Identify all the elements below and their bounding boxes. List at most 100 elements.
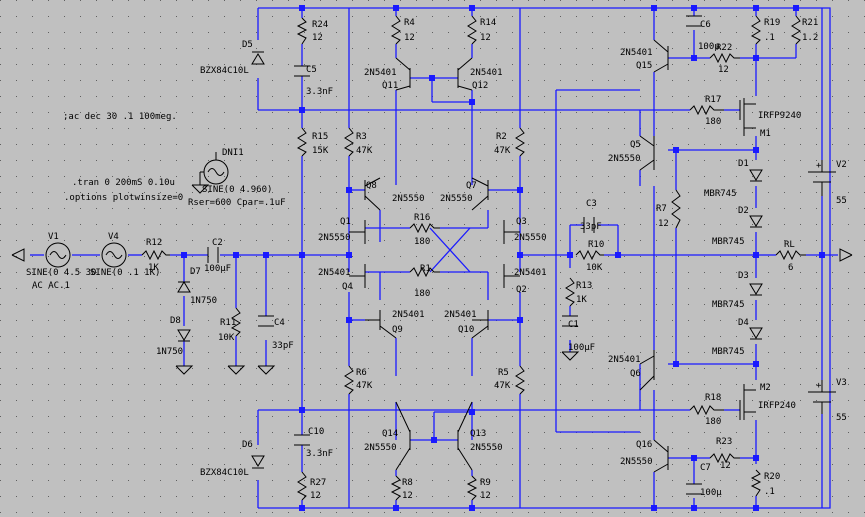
svg-text:Q15: Q15 [636, 61, 652, 71]
svg-text:Q6: Q6 [630, 369, 641, 379]
svg-text:.1: .1 [764, 487, 775, 497]
svg-text:.1: .1 [764, 33, 775, 43]
svg-text:100µ: 100µ [700, 488, 722, 498]
component-Q6[interactable]: Q6 2N5401 [608, 355, 641, 379]
svg-text:2N5401: 2N5401 [470, 68, 503, 78]
svg-text:R8: R8 [402, 478, 413, 488]
svg-text:M2: M2 [760, 383, 771, 393]
component-RL[interactable]: RL6 [784, 240, 795, 273]
svg-text:1K: 1K [148, 263, 159, 273]
svg-text:12: 12 [402, 491, 413, 501]
svg-text:D7: D7 [190, 267, 201, 277]
svg-text:100µF: 100µF [568, 343, 595, 353]
component-symbols [11, 15, 853, 501]
svg-text:2N5401: 2N5401 [608, 355, 641, 365]
svg-text:BZX84C10L: BZX84C10L [200, 468, 249, 478]
component-R19[interactable]: R19.1 [764, 18, 780, 43]
svg-text:R7: R7 [656, 204, 667, 214]
svg-text:Q8: Q8 [366, 181, 377, 191]
svg-text:Q2: Q2 [516, 285, 527, 295]
svg-text:Q10: Q10 [458, 325, 474, 335]
svg-text:R22: R22 [716, 43, 732, 53]
svg-text:47K: 47K [356, 146, 373, 156]
svg-text:2N5550: 2N5550 [608, 154, 641, 164]
component-R20[interactable]: R20.1 [764, 472, 780, 497]
svg-text:C1: C1 [568, 320, 579, 330]
svg-text:2N5401: 2N5401 [444, 310, 477, 320]
component-Q10[interactable]: Q10 2N5401 [444, 310, 477, 335]
svg-text:180: 180 [414, 237, 430, 247]
svg-text:3.3nF: 3.3nF [306, 449, 333, 459]
svg-text:10K: 10K [586, 263, 603, 273]
svg-text:R15: R15 [312, 132, 328, 142]
component-C5[interactable]: C53.3nF [306, 65, 333, 97]
svg-text:C5: C5 [306, 65, 317, 75]
svg-text:D8: D8 [170, 316, 181, 326]
svg-text:55: 55 [836, 413, 847, 423]
svg-text:C6: C6 [700, 20, 711, 30]
svg-text:Q3: Q3 [516, 217, 527, 227]
component-C1[interactable]: C1 100µF [568, 320, 595, 353]
svg-text:C4: C4 [274, 318, 285, 328]
